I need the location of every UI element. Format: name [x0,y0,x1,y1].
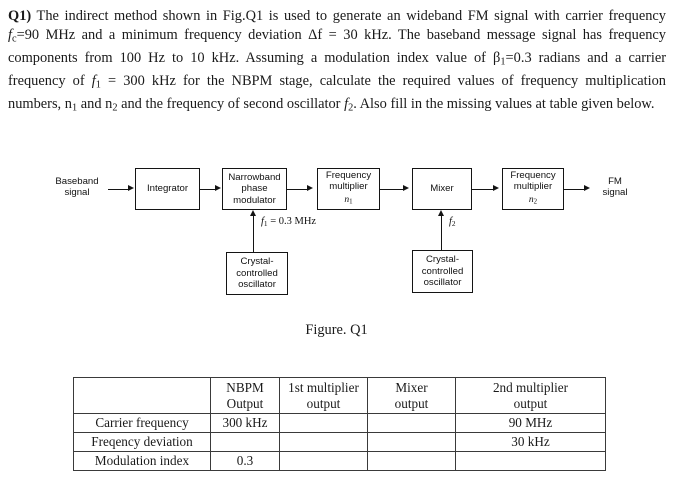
block-multiplier1-factor: n1 [344,193,353,206]
block-mixer: Mixer [412,168,472,210]
question-text-seg1: The indirect method shown in Fig.Q1 is u… [31,8,666,24]
cell-modulation-index-mult2[interactable] [455,451,606,471]
block-frequency-multiplier-1: Frequency multiplier n1 [317,168,380,210]
cell-frequency-deviation-mult2[interactable]: 30 kHz [455,432,606,452]
connector-osc1-nbpm [253,216,255,252]
block-integrator-label: Integrator [146,183,189,195]
f1-subscript: 1 [95,79,101,91]
block-frequency-multiplier-2: Frequency multiplier n2 [502,168,564,210]
table-row: Freqency deviation 30 kHz [73,432,606,452]
table-header-nbpm-output: NBPM Output [210,377,280,414]
arrowhead-multiplier1-mixer-icon [403,185,409,192]
figure-caption: Figure. Q1 [305,322,368,338]
osc1-frequency-label: f1 = 0.3 MHz [261,216,317,228]
baseband-signal-label: Baseband signal [55,176,99,199]
question-text-seg2: =90 MHz and a minimum frequency deviatio… [8,27,666,67]
osc2-frequency-label: f2 [449,216,456,228]
cell-carrier-frequency-mixer[interactable] [367,413,456,433]
block-narrowband-phase-modulator: Narrowband phase modulator [222,168,287,210]
table-header-row: NBPM Output 1st multiplier output Mixer … [73,377,606,414]
carrier-freq-symbol: f [8,27,12,44]
arrowhead-nbpm-multiplier1-icon [307,185,313,192]
row-label-carrier-frequency: Carrier frequency [73,413,211,433]
fm-signal-label: FM signal [602,176,628,199]
question-text-seg3: =0.3 radians and a carrier frequency of [8,50,666,90]
block-multiplier2-label: Frequency multiplier [510,170,556,193]
block-integrator: Integrator [135,168,200,210]
block-mixer-label: Mixer [430,183,454,195]
question-text-seg5: and n [77,95,113,112]
n2-subscript: 2 [112,102,118,114]
block-osc2-label: Crystal- controlled oscillator [421,254,464,289]
beta-subscript: 1 [500,56,506,68]
cell-modulation-index-nbpm[interactable]: 0.3 [210,451,280,471]
arrowhead-osc2-mixer-icon [438,210,445,216]
table-header-corner [73,377,211,414]
connector-multiplier1-mixer [380,188,404,190]
arrowhead-output-icon [584,185,590,192]
connector-baseband-integrator [108,188,129,190]
f2-subscript: 2 [348,102,354,114]
question-text-seg4: = 300 kHz for the NBPM stage, calculate … [8,73,666,112]
block-crystal-oscillator-1: Crystal- controlled oscillator [226,252,288,295]
table-row: Modulation index 0.3 [73,451,606,471]
block-diagram-figure: Baseband signal Integrator Narrowband ph… [0,150,673,360]
connector-mixer-multiplier2 [472,188,494,190]
arrowhead-baseband-integrator-icon [128,185,134,192]
cell-carrier-frequency-mult1[interactable] [279,413,368,433]
n1-subscript: 1 [71,102,78,114]
cell-frequency-deviation-nbpm[interactable] [210,432,280,452]
row-label-frequency-deviation: Freqency deviation [73,432,211,452]
block-crystal-oscillator-2: Crystal- controlled oscillator [412,250,473,293]
specification-table: NBPM Output 1st multiplier output Mixer … [73,377,606,471]
question-text-seg7: . Also fill in the missing values at tab… [353,95,655,112]
table-header-2nd-multiplier-output: 2nd multiplier output [455,377,606,414]
cell-carrier-frequency-nbpm[interactable]: 300 kHz [210,413,280,433]
arrowhead-integrator-nbpm-icon [215,185,221,192]
question-number: Q1) [8,8,32,24]
table-header-mixer-output: Mixer output [367,377,456,414]
carrier-freq-subscript: c [12,33,17,45]
f1-symbol: f [91,73,96,90]
block-multiplier2-factor: n2 [528,193,538,206]
block-osc1-label: Crystal- controlled oscillator [236,256,278,291]
arrowhead-mixer-multiplier2-icon [493,185,499,192]
cell-frequency-deviation-mult1[interactable] [279,432,368,452]
beta-symbol: β [493,50,501,67]
f2-symbol: f [344,95,349,112]
block-nbpm-label: Narrowband phase modulator [228,171,281,206]
table-header-1st-multiplier-output: 1st multiplier output [279,377,368,414]
arrowhead-osc1-nbpm-icon [250,210,257,216]
cell-carrier-frequency-mult2[interactable]: 90 MHz [455,413,606,433]
question-paragraph: Q1) The indirect method shown in Fig.Q1 … [8,7,666,118]
row-label-modulation-index: Modulation index [73,451,211,471]
block-multiplier1-label: Frequency multiplier [325,170,372,193]
table-row: Carrier frequency 300 kHz 90 MHz [73,413,606,433]
connector-integrator-nbpm [200,188,216,190]
connector-multiplier2-output [564,188,585,190]
connector-nbpm-multiplier1 [287,188,308,190]
connector-osc2-mixer [441,216,443,250]
question-text-seg6: and the frequency of second oscillator [117,95,345,112]
cell-modulation-index-mixer[interactable] [367,451,456,471]
cell-frequency-deviation-mixer[interactable] [367,432,456,452]
cell-modulation-index-mult1[interactable] [279,451,368,471]
